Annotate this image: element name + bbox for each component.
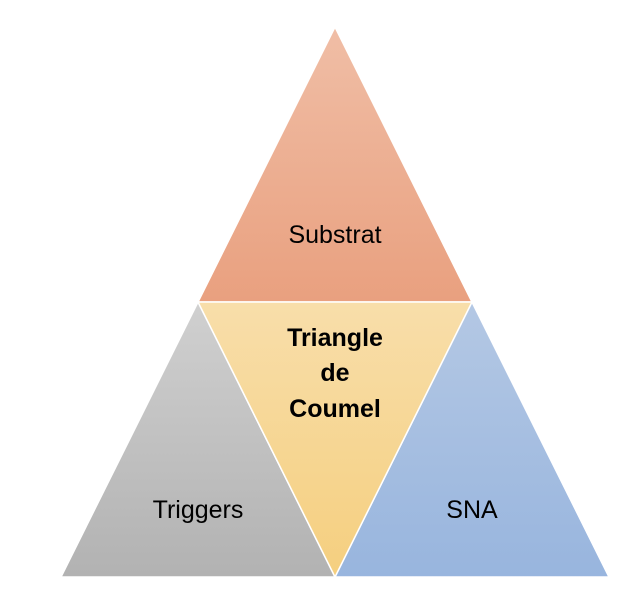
center-label-line-3: Coumel xyxy=(289,395,381,423)
center-label-line-2: de xyxy=(320,359,349,387)
substrat-label: Substrat xyxy=(288,221,381,249)
sna-label: SNA xyxy=(446,496,498,524)
coumel-center-triangle xyxy=(196,301,474,579)
substrat-triangle xyxy=(196,25,474,303)
center-label-line-1: Triangle xyxy=(287,324,383,352)
triggers-label: Triggers xyxy=(153,496,244,524)
